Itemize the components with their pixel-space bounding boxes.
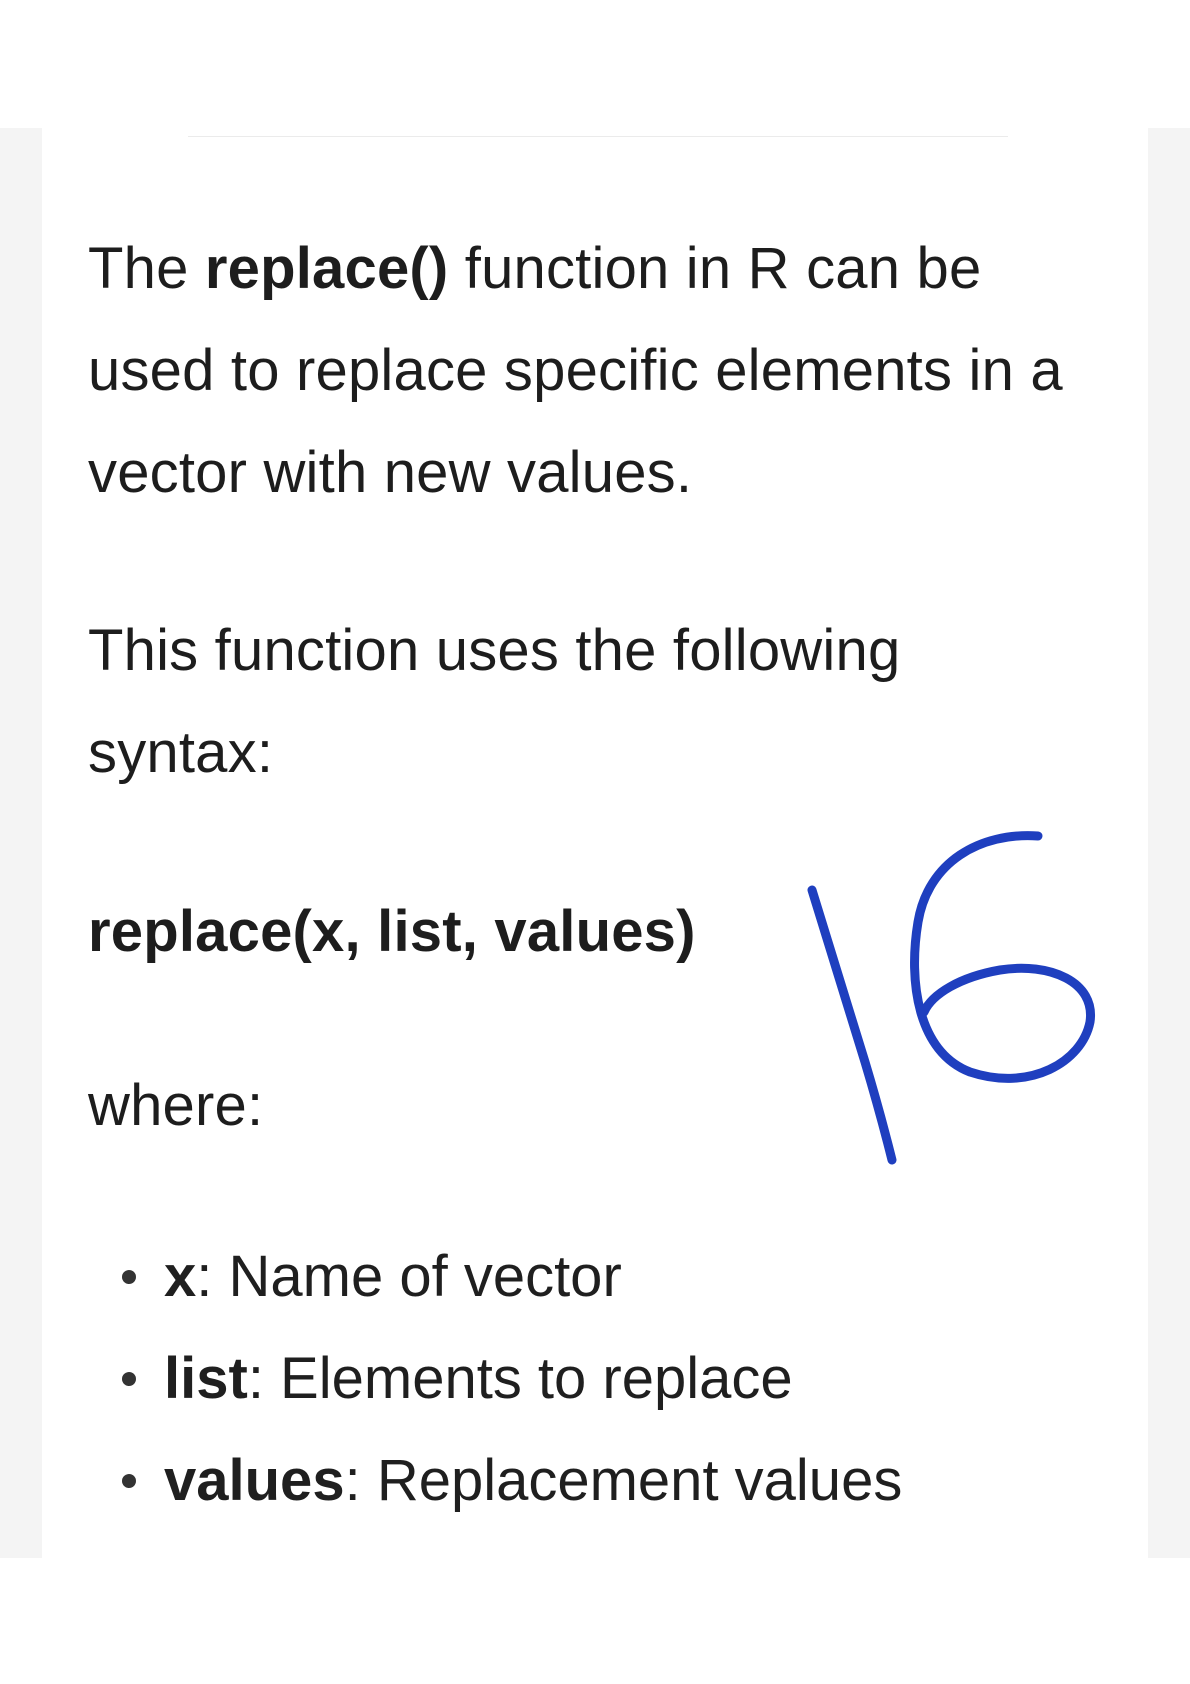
intro-rest: function in R can be used to replace spe…: [88, 236, 1063, 505]
right-margin-strip: [1148, 128, 1190, 1558]
intro-prefix: The: [88, 236, 205, 301]
where-label: where:: [88, 1073, 264, 1138]
param-name: x: [164, 1244, 197, 1309]
param-desc: Replacement values: [376, 1448, 903, 1513]
bullet-icon: [122, 1474, 136, 1488]
list-item: values: Replacement values: [118, 1430, 902, 1532]
bullet-icon: [122, 1372, 136, 1386]
param-sep: :: [196, 1244, 229, 1309]
left-margin-strip: [0, 128, 42, 1558]
parameter-list: x: Name of vector list: Elements to repl…: [118, 1226, 902, 1532]
syntax-intro: This function uses the following syntax:: [88, 618, 901, 785]
syntax-code: replace(x, list, values): [88, 899, 696, 964]
top-divider: [188, 136, 1008, 137]
list-item: list: Elements to replace: [118, 1328, 902, 1430]
param-name: values: [164, 1448, 345, 1513]
content-card: [42, 128, 1148, 1558]
param-desc: Elements to replace: [280, 1346, 793, 1411]
list-item: x: Name of vector: [118, 1226, 902, 1328]
param-sep: :: [344, 1448, 377, 1513]
param-desc: Name of vector: [228, 1244, 622, 1309]
handwritten-six-stroke: [910, 831, 1095, 1083]
param-name: list: [164, 1346, 248, 1411]
param-sep: :: [247, 1346, 281, 1411]
handwritten-16-annotation: [807, 831, 1095, 1165]
handwritten-one-stroke: [807, 885, 897, 1165]
function-name: replace(): [204, 236, 449, 301]
bullet-icon: [122, 1270, 136, 1284]
intro-paragraph: The replace() function in R can be used …: [88, 218, 1088, 524]
